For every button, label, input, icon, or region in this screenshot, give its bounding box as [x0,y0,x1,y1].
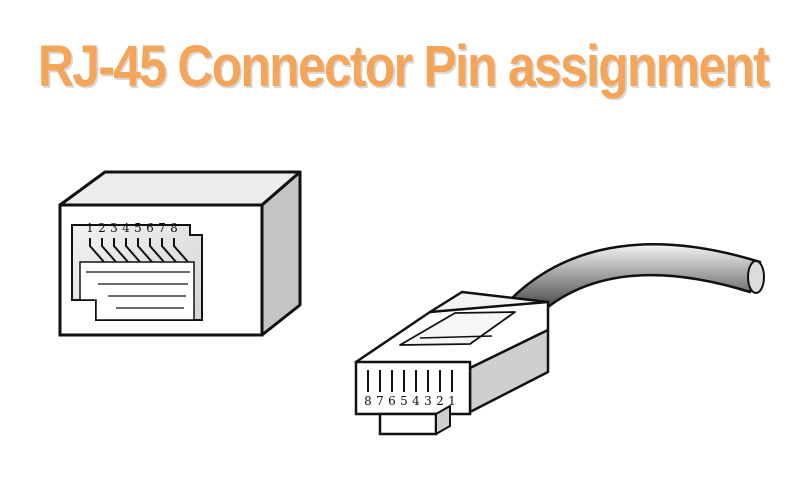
jack-contact [161,238,177,263]
jack-contact [149,238,165,263]
plug-pin-label: 2 [436,394,444,408]
jack-contact [89,238,105,263]
jack-contact [125,238,141,263]
jack-pin-label: 1 [86,221,94,235]
jack-contact [137,238,153,263]
jack-pin-label: 6 [146,221,154,235]
jack-pin-label: 3 [110,221,118,235]
jack-contact [173,238,189,263]
plug-pin-label: 5 [400,394,408,408]
jack-pin-label: 7 [158,221,166,235]
jack-contact [101,238,117,263]
plug-pin-label: 4 [412,394,420,408]
cable-icon [508,243,765,320]
jack-pin-label: 2 [98,221,106,235]
jack-pin-label: 4 [122,221,130,235]
plug-pin-label: 3 [424,394,432,408]
plug-pin-label: 6 [388,394,396,408]
page-title: RJ-45 Connector Pin assignment [38,34,770,99]
jack-contact [113,238,129,263]
plug-pin-label: 8 [364,394,372,408]
plug-pin-label: 7 [376,394,384,408]
jack-pin-label: 5 [134,221,142,235]
plug-pin-label: 1 [448,394,456,408]
jack-pin-label: 8 [170,221,178,235]
